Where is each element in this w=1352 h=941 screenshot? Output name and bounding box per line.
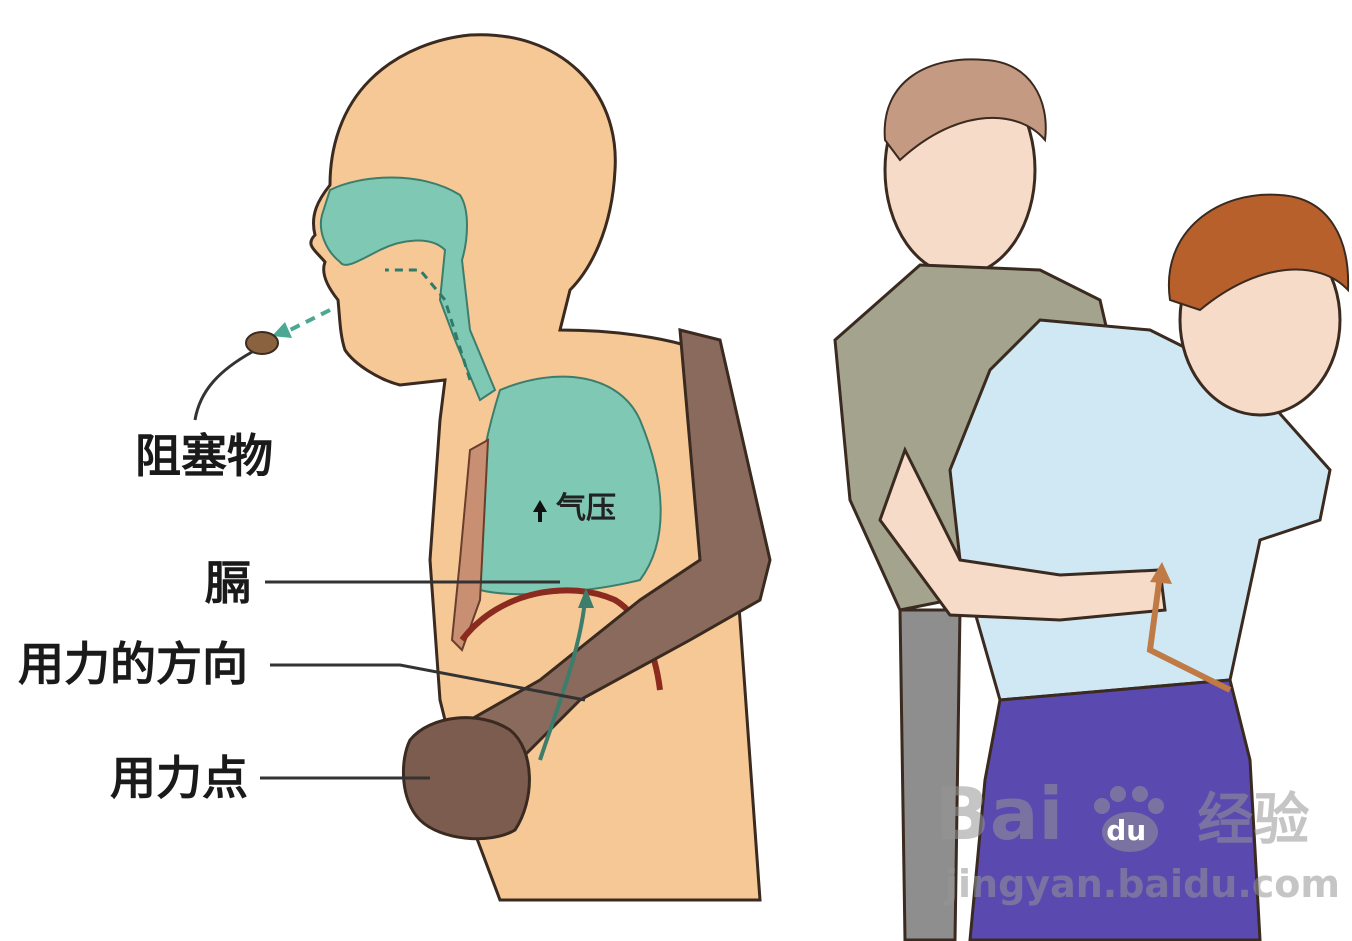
cross-section-figure [195,35,770,900]
watermark: Bai du 经验 [935,772,1309,856]
watermark-paw-text: du [1106,814,1146,847]
air-pressure-text: 气压 [556,491,616,526]
force-point-label: 用力点 [110,755,248,801]
watermark-brand: Bai [935,772,1063,856]
watermark-experience: 经验 [1197,788,1309,853]
obstruction-leader [195,352,252,420]
paw-icon: du [1088,784,1172,854]
obstruction-object [246,332,278,354]
expulsion-arrow [290,310,330,330]
air-pressure-label: 气压 [556,494,616,524]
lung [475,377,660,595]
force-direction-label: 用力的方向 [18,641,248,687]
watermark-url: jingyan.baidu.com [945,862,1340,906]
obstruction-label: 阻塞物 [135,433,273,479]
diaphragm-label: 膈 [205,560,251,606]
